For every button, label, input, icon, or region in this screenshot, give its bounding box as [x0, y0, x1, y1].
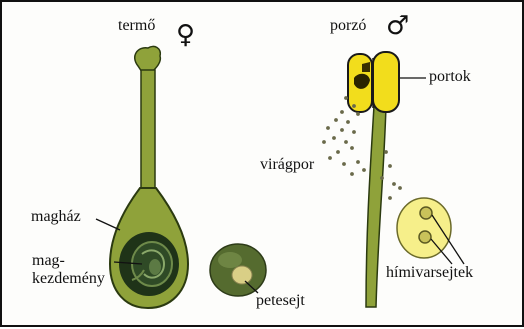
male-title: porzó [330, 17, 366, 35]
pollen-dot [356, 160, 360, 164]
egg-cell [210, 244, 266, 296]
pollen-dot [340, 128, 344, 132]
male-symbol: ♂ [386, 13, 409, 39]
pollen-dot [388, 164, 392, 168]
pollen-dot [388, 196, 392, 200]
pollen-dot [380, 176, 384, 180]
pistil-style [141, 70, 155, 190]
ovule-embryo-sac [149, 259, 161, 275]
sperm-cell-2 [419, 231, 431, 243]
leader-ovary [96, 219, 120, 230]
pollen-dot [356, 112, 360, 116]
pollen-dot [334, 118, 338, 122]
anther-lobe-right [373, 52, 399, 112]
pollen-dot [340, 110, 344, 114]
pollen-dot [344, 96, 348, 100]
sperm-cells-label: hímivarsejtek [386, 264, 473, 282]
ovule-label: mag- kezdemény [32, 252, 105, 288]
pollen-dot [352, 130, 356, 134]
pollen-grain [397, 198, 451, 258]
egg-cell-label: petesejt [256, 292, 305, 310]
pollen-dot [346, 120, 350, 124]
pollen-label: virágpor [260, 156, 314, 174]
pollen-dot [362, 168, 366, 172]
pollen-dot [326, 126, 330, 130]
pollen-dot [350, 172, 354, 176]
pollen-dot [398, 186, 402, 190]
pollen-dot [350, 146, 354, 150]
ovary-label: magház [31, 208, 81, 226]
stamen-filament [366, 106, 386, 307]
ovule-label-line2: kezdemény [32, 270, 105, 288]
pollen-dot [336, 150, 340, 154]
anther-label: portok [429, 68, 471, 86]
pollen-dot [332, 136, 336, 140]
pollen-dot [384, 150, 388, 154]
pollen-dot [344, 140, 348, 144]
female-title: termő [118, 17, 155, 35]
pistil [110, 46, 188, 308]
pollen-dot [342, 162, 346, 166]
pollen-dot [322, 140, 326, 144]
sperm-cell-1 [420, 207, 432, 219]
pollen-dot [328, 156, 332, 160]
egg-cell-highlight [218, 252, 242, 268]
ovule-label-line1: mag- [32, 252, 105, 270]
pollen-dot [352, 104, 356, 108]
pollen-dot [392, 182, 396, 186]
female-symbol: ♀ [176, 22, 195, 48]
egg-cell-nucleus [232, 266, 252, 284]
pistil-stigma [135, 46, 161, 72]
